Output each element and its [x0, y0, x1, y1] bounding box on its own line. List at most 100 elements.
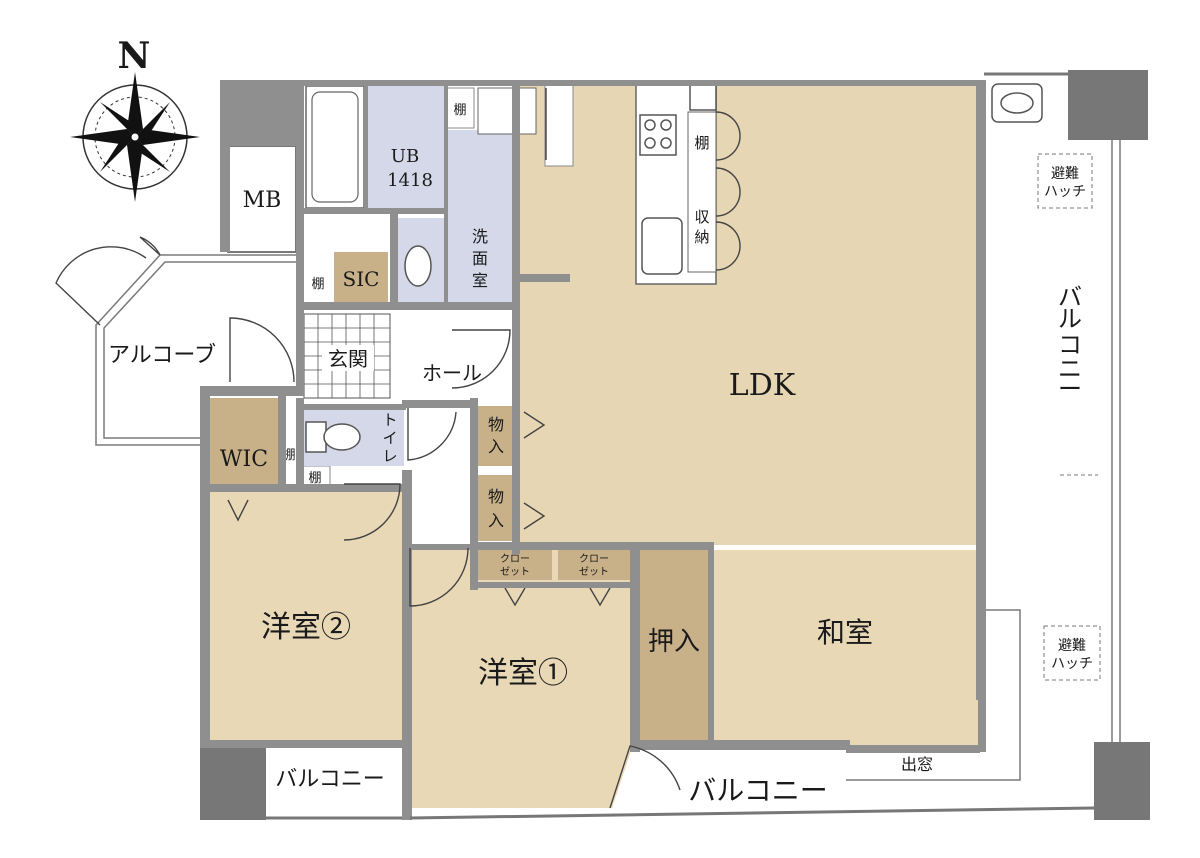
- sic-label: SIC: [343, 267, 380, 291]
- washitsu-floor: [714, 550, 980, 745]
- burner-icon: [660, 137, 672, 149]
- closet-door-mark: [504, 587, 526, 607]
- walls: [200, 70, 1150, 820]
- toilet-label-3: レ: [382, 447, 397, 465]
- closet-left: [478, 550, 552, 580]
- monoire-door-mark: [523, 502, 546, 530]
- mb-label: MB: [243, 188, 282, 213]
- ub-label-2: 1418: [387, 170, 433, 191]
- alcove-gate-2: [55, 246, 147, 326]
- fridge-space: [689, 83, 717, 111]
- alcove-outline: [95, 254, 300, 446]
- yoshitsu2-floor: [210, 490, 402, 740]
- alcove-label: アルコーブ: [108, 343, 216, 368]
- compass-center: [130, 132, 140, 142]
- svg-text:コ: コ: [1058, 331, 1082, 359]
- yoshitsu1-label: 洋室①: [478, 656, 568, 691]
- balcony-rail-south: [409, 806, 1095, 820]
- alcove-area: アルコーブ: [55, 236, 300, 446]
- evacuation-hatch-1: [1037, 153, 1093, 209]
- closet-right: [558, 550, 630, 580]
- burner-icon: [644, 137, 656, 149]
- washroom-shelf-label: 棚: [453, 103, 466, 118]
- monoire-1: [476, 406, 516, 466]
- wic-closet: [210, 398, 278, 486]
- ldk-label: LDK: [729, 368, 796, 403]
- yoshitsu2-label: 洋室②: [261, 610, 351, 645]
- storage-door-arc: [715, 167, 741, 217]
- hatch2-label-2: ハッチ: [1051, 656, 1093, 672]
- hatch1-label-1: 避難: [1051, 166, 1079, 182]
- balcony-east-label: バ ル コ ニ ー: [1058, 283, 1082, 403]
- svg-text:バ: バ: [1058, 283, 1082, 311]
- storage-door-arc: [715, 111, 741, 161]
- balcony-sink-basin: [1000, 92, 1034, 114]
- compass: N: [70, 35, 200, 202]
- monoire-1-label-2: 入: [488, 437, 504, 456]
- compass-arrow-nw: [100, 102, 140, 137]
- svg-text:ル: ル: [1058, 305, 1082, 333]
- kitchen-storage-label-2: 納: [694, 228, 709, 246]
- closet-door-mark: [589, 587, 611, 607]
- toilet-tank-icon: [305, 421, 327, 453]
- closet-left-label-2: ゼット: [500, 566, 530, 578]
- svg-text:ー: ー: [1058, 375, 1082, 403]
- storage-door-arc: [715, 221, 741, 271]
- bay-window-outline: [846, 609, 1021, 781]
- genkan-label: 玄関: [328, 347, 368, 371]
- svg-text:ニ: ニ: [1058, 355, 1082, 383]
- oshiire-label: 押入: [648, 627, 700, 657]
- kitchen-sink-icon: [641, 217, 683, 275]
- yoshitsu1-floor: [412, 550, 634, 808]
- ub-bath-floor: [366, 84, 444, 210]
- sic-shelf-label: 棚: [311, 277, 324, 292]
- alcove-gate-1: [139, 236, 161, 256]
- balcony-south-label: バルコニー: [688, 774, 827, 807]
- toilet-shelf-label: 棚: [308, 471, 321, 486]
- burner-icon: [644, 119, 656, 131]
- closet-right-label-2: ゼット: [579, 566, 609, 578]
- toilet-label-2: イ: [382, 429, 397, 447]
- burner-icon: [660, 119, 672, 131]
- doors: [229, 88, 681, 809]
- washroom-shelf: [445, 87, 475, 129]
- toilet-label-1: ト: [382, 411, 397, 429]
- evacuation-hatch-2: [1043, 625, 1101, 681]
- wic-label: WIC: [220, 447, 268, 472]
- monoire-2-label-1: 物: [488, 487, 504, 506]
- mb-closet: [227, 145, 297, 253]
- wash-basin-icon: [404, 245, 432, 287]
- alcove-outline-inner: [103, 261, 300, 439]
- bathtub-inner: [311, 91, 359, 203]
- washing-machine-space: [477, 87, 537, 135]
- stove-icon: [639, 114, 677, 156]
- washroom-floor: [446, 130, 516, 302]
- compass-arrow-se: [130, 137, 170, 172]
- genkan-label-bg: [322, 345, 374, 371]
- washitsu-label: 和室: [817, 616, 873, 649]
- oshiire-closet: [640, 550, 708, 740]
- compass-arrow-east: [135, 129, 200, 145]
- sic-closet: [334, 252, 388, 304]
- ldk-pillar: [544, 83, 574, 167]
- monoire-1-label-1: 物: [488, 415, 504, 434]
- monoire-door-mark: [523, 411, 546, 439]
- monoire-2: [476, 475, 516, 541]
- hatch2-label-1: 避難: [1058, 638, 1086, 654]
- compass-arrow-south: [127, 137, 143, 202]
- hall-label: ホール: [422, 361, 482, 385]
- ub-label-1: UB: [391, 146, 419, 167]
- balcony-west-label: バルコニー: [275, 767, 385, 792]
- kitchen-storage: [687, 111, 717, 273]
- washroom-label-1: 洗: [472, 227, 488, 246]
- hatch1-label-2: ハッチ: [1044, 184, 1086, 200]
- compass-arrow-ne: [135, 102, 170, 142]
- compass-north-label: N: [118, 35, 151, 77]
- compass-arrow-sw: [100, 132, 135, 172]
- washroom-label-2: 面: [472, 249, 488, 268]
- compass-arrow-west: [70, 129, 135, 145]
- washroom-label-3: 室: [472, 271, 488, 290]
- wic-door-mark: [227, 499, 249, 522]
- kitchen-storage-label-1: 収: [694, 208, 709, 226]
